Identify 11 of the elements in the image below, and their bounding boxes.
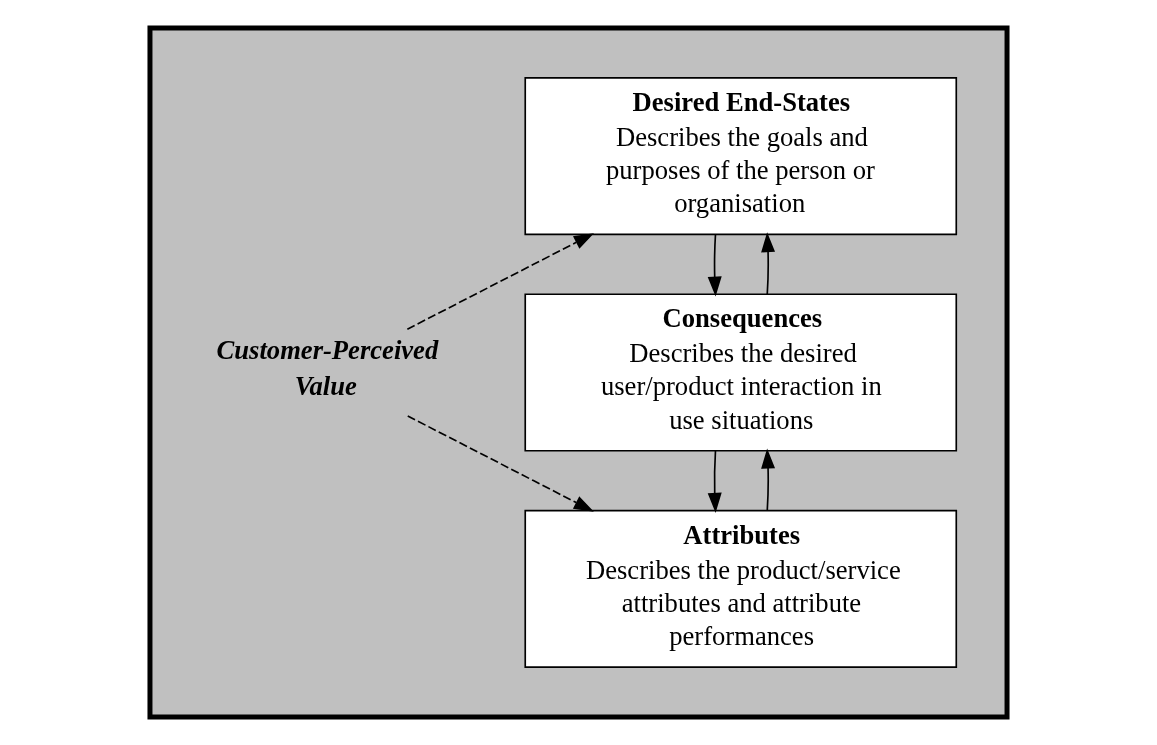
node-box: Attributes Describes the product/service attributes and attribute performances [524, 509, 958, 668]
node-box: Consequences Describes the desired user/product interaction in use situations [524, 293, 958, 452]
arrow [761, 232, 776, 295]
cluster [147, 25, 1010, 720]
arrow [761, 448, 776, 512]
arrow [406, 415, 594, 512]
arrow [707, 233, 722, 297]
arrow [406, 233, 594, 331]
node-text: Customer-Perceived Value [216, 334, 439, 402]
node-box: Desired End-States Describes the goals and purposes of the person or organisation [524, 77, 958, 236]
arrow [707, 450, 722, 513]
